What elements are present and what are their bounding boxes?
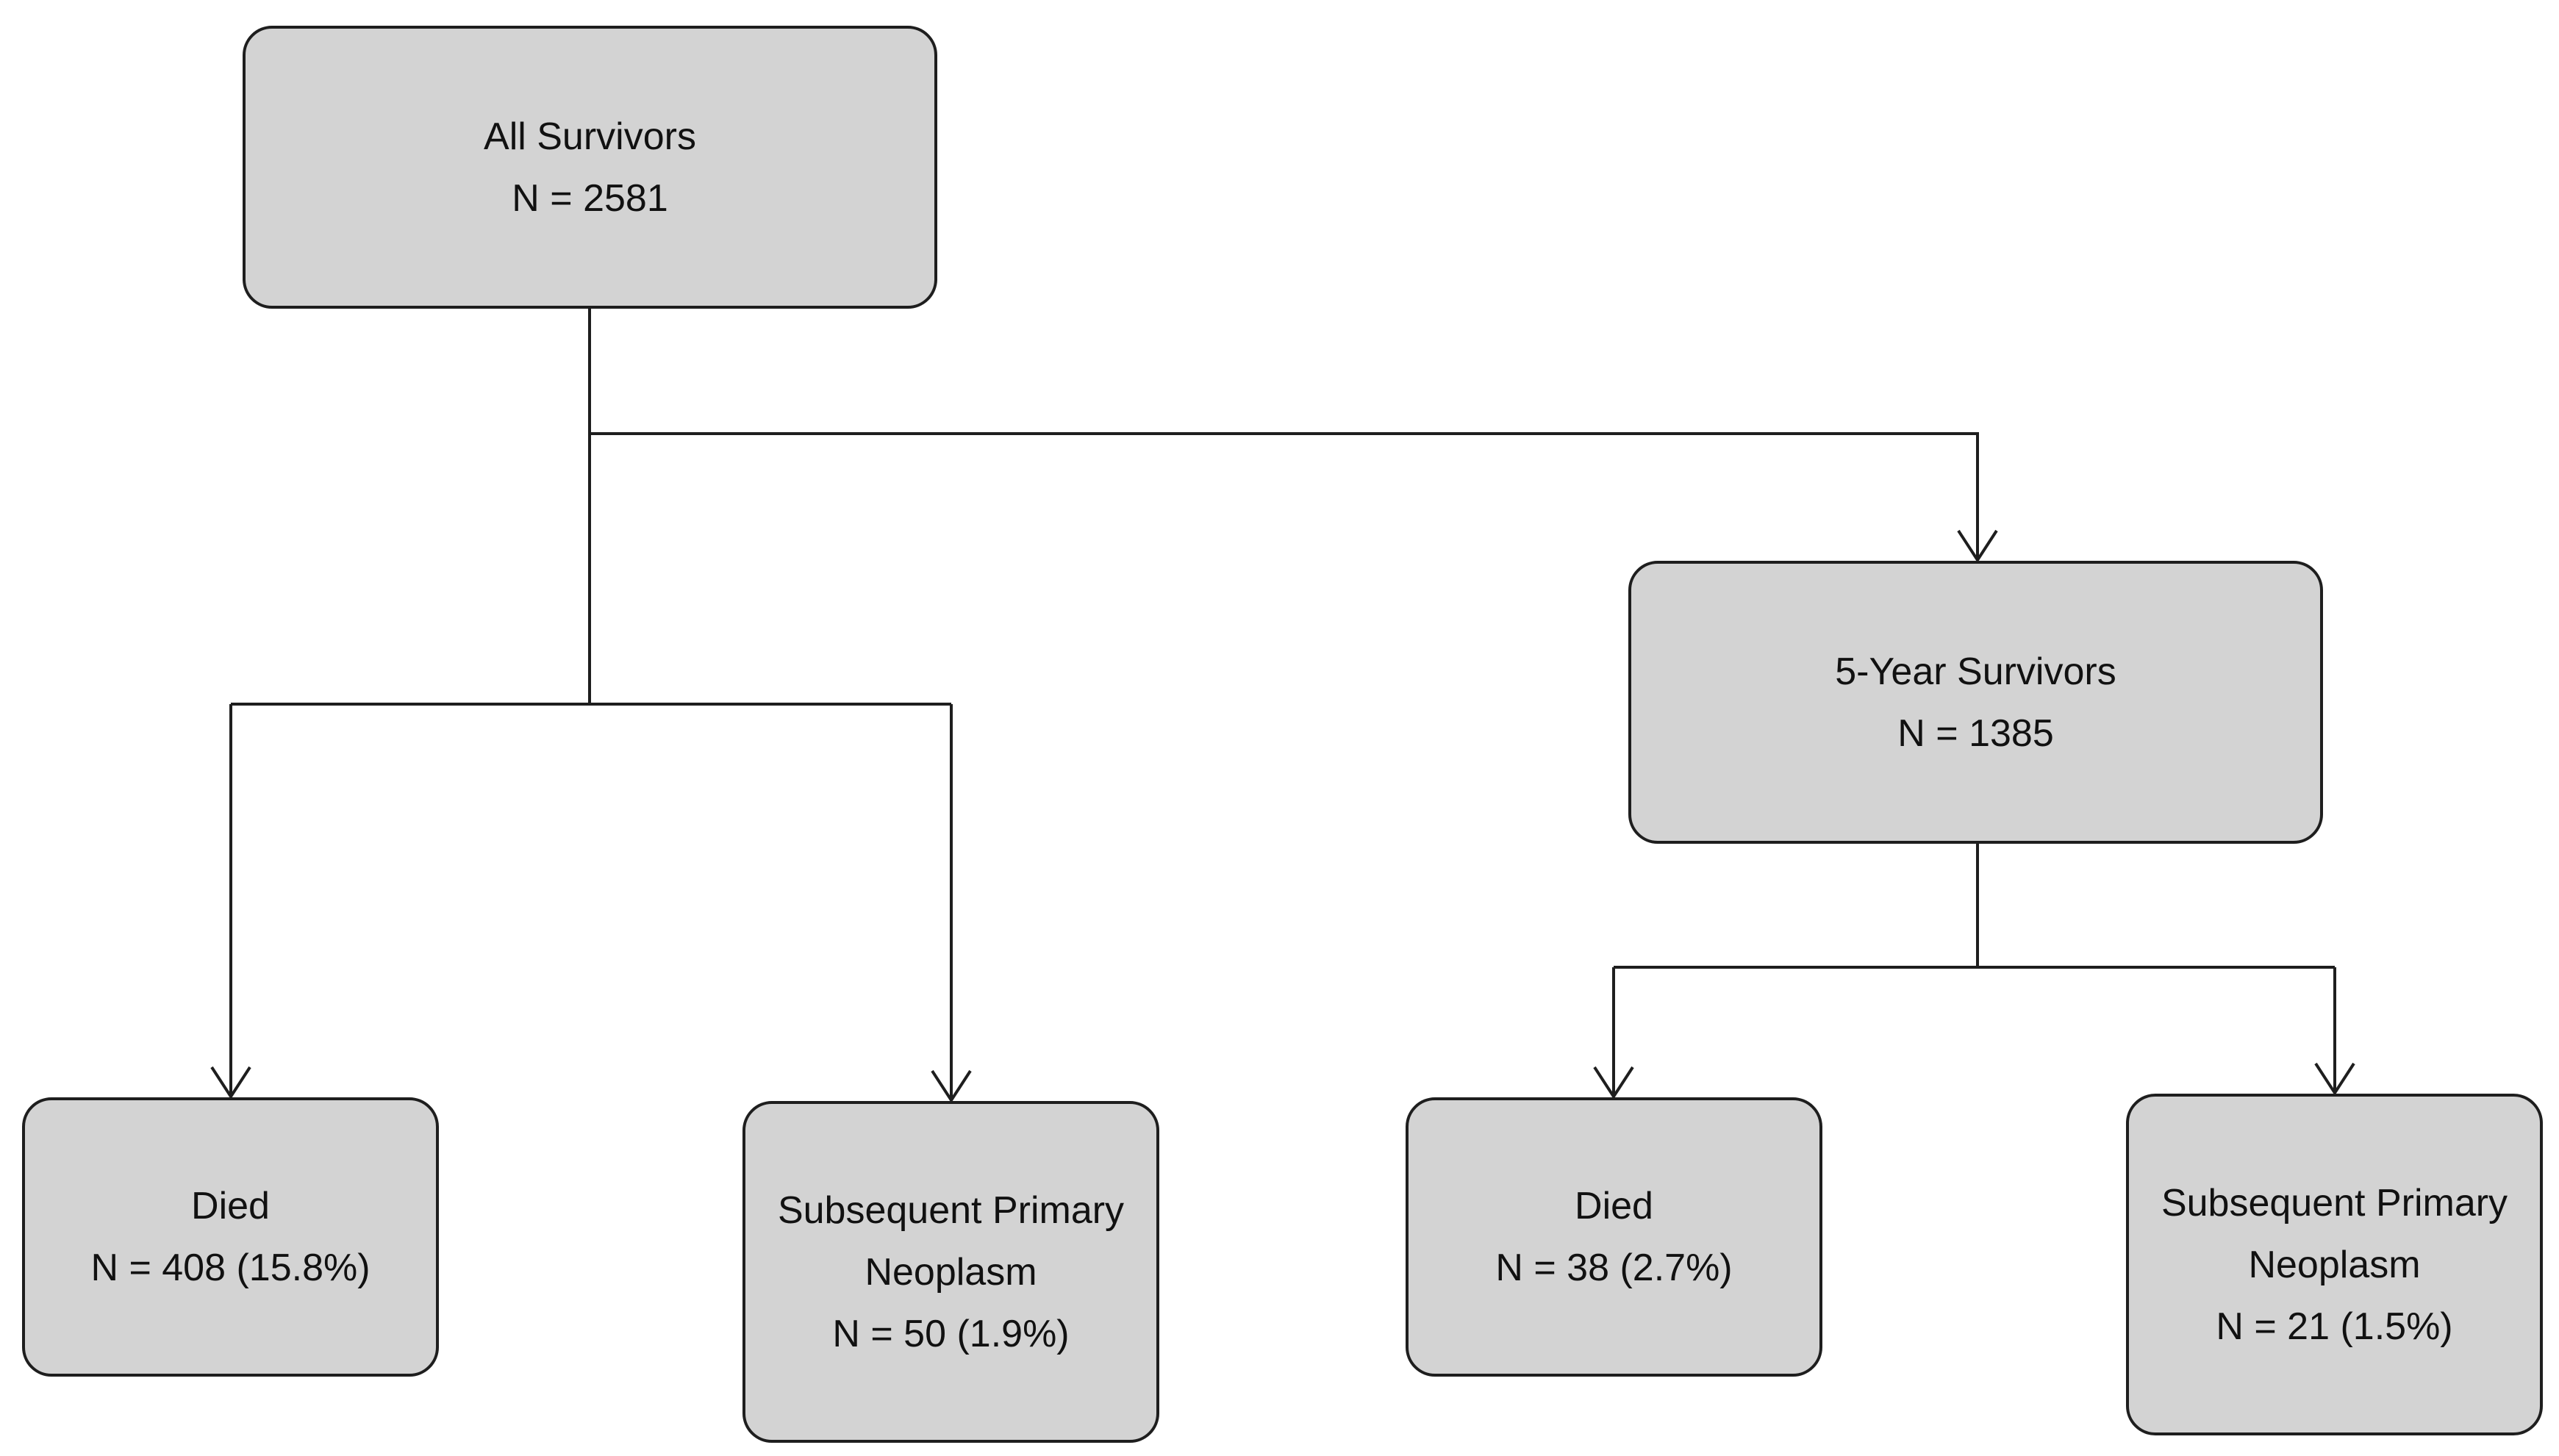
node-count: N = 21 (1.5%)	[2216, 1305, 2453, 1348]
connector-all-to-five-year	[590, 432, 1979, 559]
node-title: All Survivors	[484, 115, 696, 158]
node-all-survivors: All Survivors N = 2581	[243, 26, 937, 309]
node-five-year-survivors: 5-Year Survivors N = 1385	[1628, 561, 2323, 844]
arrowhead-five-year	[1957, 529, 1998, 563]
node-count: N = 38 (2.7%)	[1495, 1247, 1733, 1289]
node-all-spn: Subsequent Primary Neoplasm N = 50 (1.9%…	[742, 1101, 1159, 1443]
arrowhead-all-spn	[931, 1069, 972, 1103]
node-title-line2: Neoplasm	[865, 1250, 1037, 1294]
node-title-line2: Neoplasm	[2248, 1243, 2421, 1286]
node-title: 5-Year Survivors	[1835, 650, 2116, 693]
arrowhead-five-year-died	[1593, 1066, 1634, 1100]
node-title: Died	[1575, 1185, 1653, 1227]
node-five-year-died: Died N = 38 (2.7%)	[1406, 1097, 1822, 1377]
node-count: N = 1385	[1897, 711, 2054, 755]
arrowhead-all-died	[210, 1066, 251, 1100]
node-title-line1: Subsequent Primary	[2161, 1181, 2508, 1224]
node-five-year-spn: Subsequent Primary Neoplasm N = 21 (1.5%…	[2126, 1094, 2543, 1435]
node-title: Died	[191, 1185, 270, 1227]
node-title-line1: Subsequent Primary	[777, 1188, 1125, 1232]
node-count: N = 50 (1.9%)	[832, 1312, 1070, 1355]
node-count: N = 408 (15.8%)	[90, 1247, 371, 1289]
node-count: N = 2581	[512, 176, 668, 220]
arrowhead-five-year-spn	[2314, 1062, 2355, 1096]
node-all-died: Died N = 408 (15.8%)	[22, 1097, 439, 1377]
